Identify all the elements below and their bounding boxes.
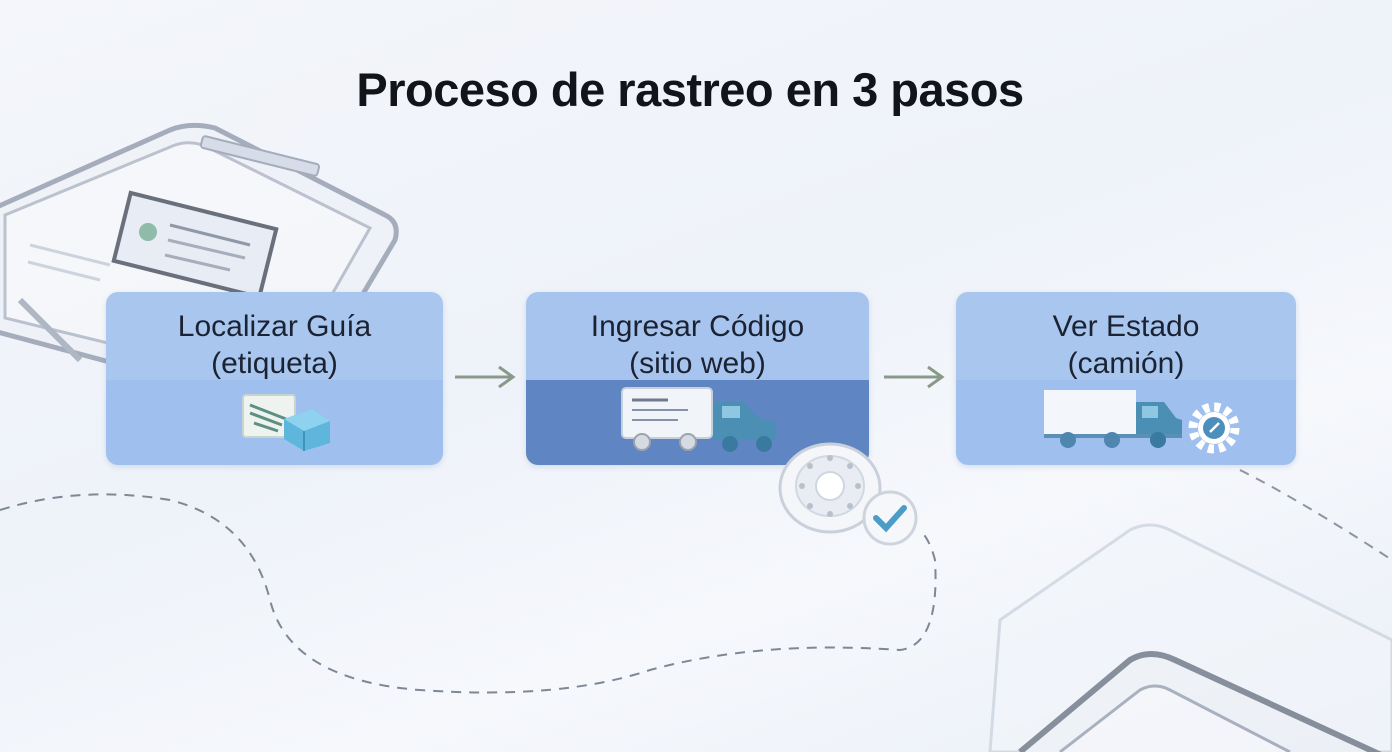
arrow-right-icon	[455, 365, 516, 389]
dashed-route-left	[0, 493, 937, 694]
label-package-icon	[242, 394, 330, 451]
step-title: Localizar Guía	[177, 310, 372, 343]
delivery-truck-icon	[621, 387, 776, 452]
step-subtitle: (camión)	[1067, 347, 1185, 380]
step-subtitle: (sitio web)	[629, 347, 766, 380]
tablet-illustration-right	[988, 523, 1392, 752]
step-label: Ingresar Código (sitio web)	[526, 308, 869, 382]
step-title: Ingresar Código	[590, 310, 805, 343]
step-subtitle: (etiqueta)	[211, 347, 338, 380]
page-title: Proceso de rastreo en 3 pasos	[356, 63, 1024, 116]
step-label: Localizar Guía (etiqueta)	[106, 308, 443, 382]
arrow-right-icon	[884, 365, 945, 389]
step-title: Ver Estado	[1052, 310, 1200, 343]
verification-badge-icon	[778, 442, 918, 546]
step-label: Ver Estado (camión)	[956, 308, 1296, 382]
step-header	[526, 292, 869, 380]
step-header	[106, 292, 443, 380]
step-view-status: Ver Estado (camión)	[956, 292, 1296, 465]
truck-gear-icon	[1044, 390, 1240, 454]
step-locate-guide: Localizar Guía (etiqueta)	[106, 292, 443, 465]
step-header	[956, 292, 1296, 380]
dashed-route-right	[1239, 469, 1392, 561]
